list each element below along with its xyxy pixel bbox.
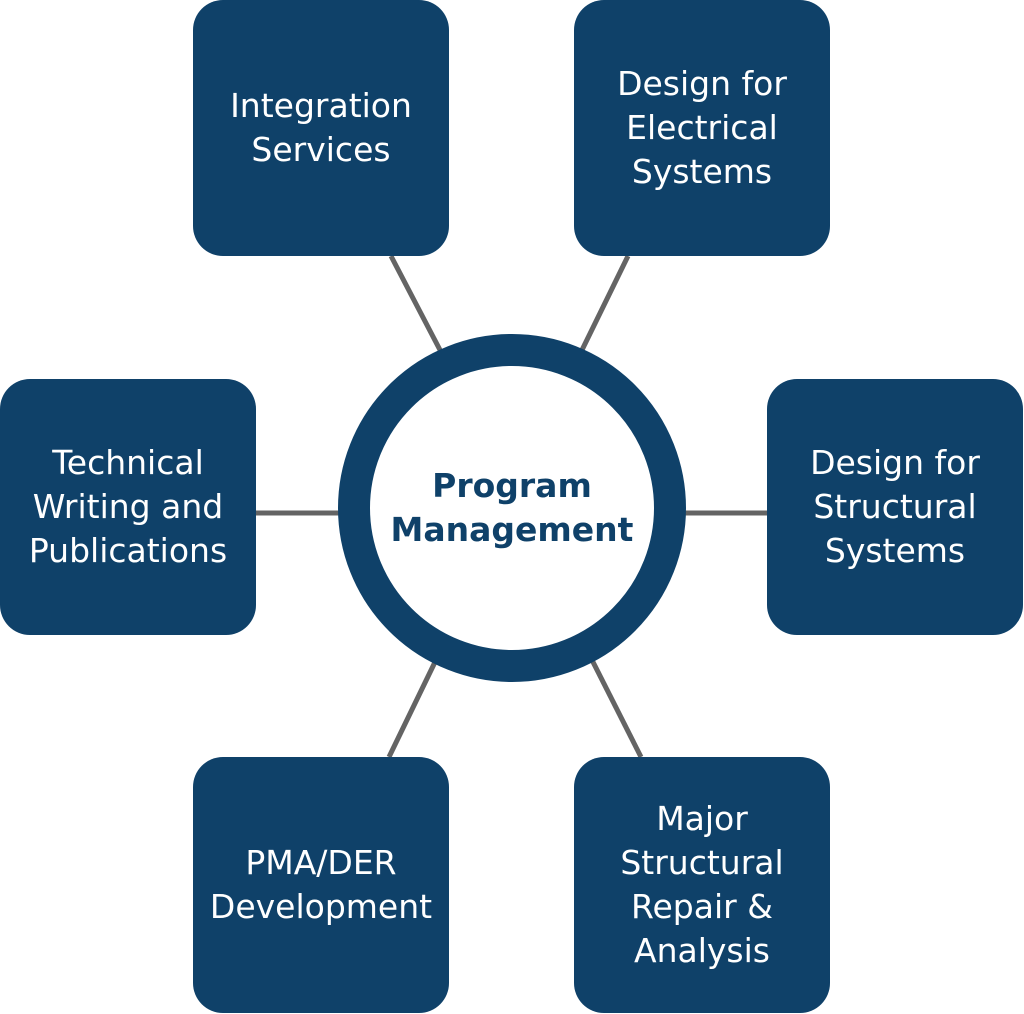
node-label-line: Repair & — [631, 887, 773, 926]
node-label-line: Electrical — [626, 108, 778, 147]
node-label-line: Structural — [620, 843, 784, 882]
node-label-line: Analysis — [634, 931, 770, 970]
node-major-structural-repair-analysis: Major Structural Repair & Analysis — [574, 757, 830, 1013]
hub-program-management: Program Management — [338, 334, 686, 682]
node-label-line: Structural — [813, 487, 977, 526]
node-label-line: Design for — [617, 64, 787, 103]
node-label-line: Services — [251, 130, 391, 169]
node-label-line: Publications — [28, 531, 228, 570]
node-label-line: PMA/DER — [245, 843, 397, 882]
connector-repair — [589, 658, 644, 759]
connector-pma — [386, 658, 439, 759]
node-integration-services: Integration Services — [193, 0, 449, 256]
node-design-electrical-systems: Design for Electrical Systems — [574, 0, 830, 256]
connector-integration — [388, 254, 443, 352]
node-label-line: Systems — [631, 152, 773, 191]
hub-label-line: Program — [432, 466, 592, 505]
node-label-line: Development — [209, 887, 433, 926]
hub-label-line: Management — [390, 510, 634, 549]
node-label-line: Integration — [230, 86, 412, 125]
node-label-line: Systems — [824, 531, 966, 570]
node-label-line: Design for — [810, 443, 980, 482]
node-pma-der-development: PMA/DER Development — [193, 757, 449, 1013]
connector-electrical — [579, 254, 631, 352]
node-label-line: Technical — [52, 443, 204, 482]
node-design-structural-systems: Design for Structural Systems — [767, 379, 1023, 635]
node-technical-writing-publications: Technical Writing and Publications — [0, 379, 256, 635]
node-label-line: Writing and — [32, 487, 224, 526]
node-label-line: Major — [656, 799, 748, 838]
